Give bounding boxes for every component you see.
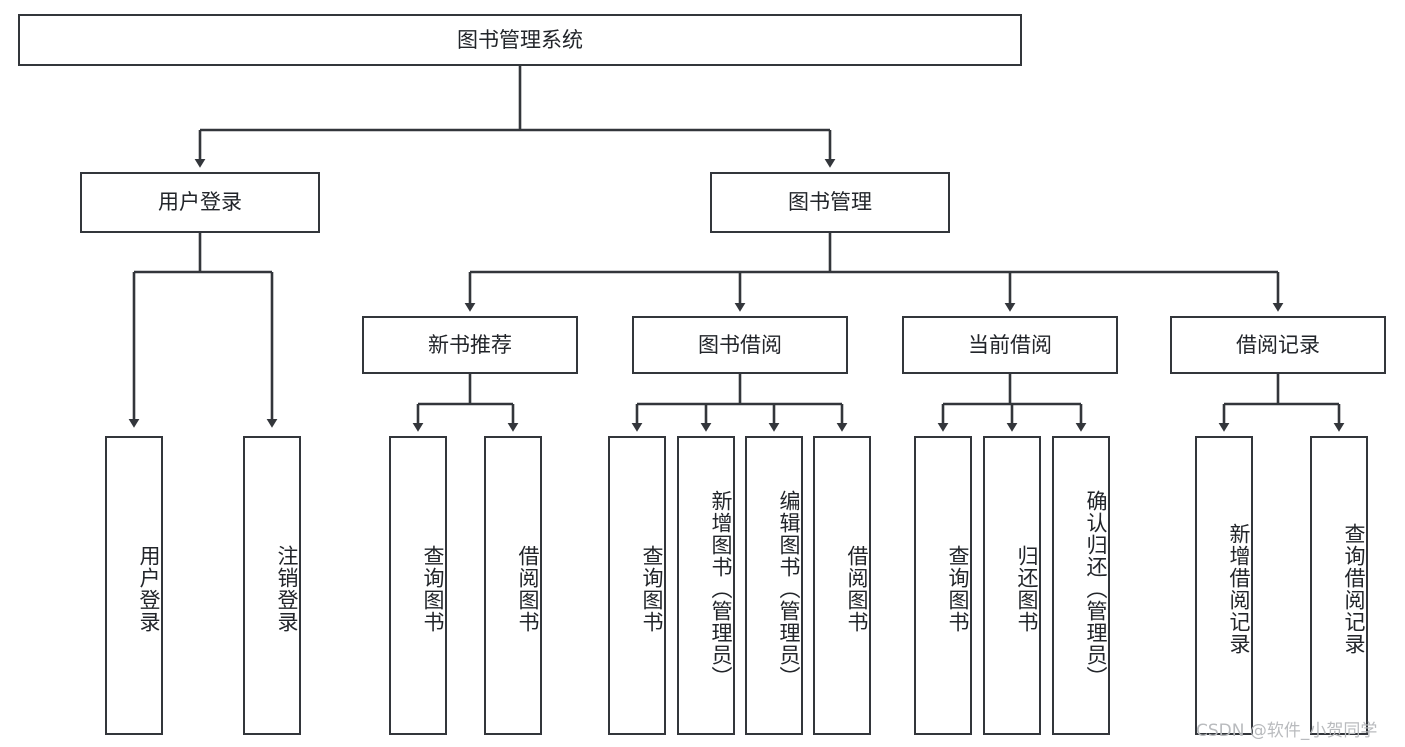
- node-label: 查询图书: [640, 544, 664, 633]
- node-label: 图书借阅: [698, 332, 782, 357]
- node-label: 图书管理系统: [457, 27, 583, 52]
- node-label: 确认归还（管理员）: [1084, 489, 1108, 688]
- node-label: 借阅图书: [516, 544, 540, 633]
- node-root-book-management-system[interactable]: 图书管理系统: [18, 14, 1022, 66]
- leaf-query-borrow-record[interactable]: 查询借阅记录: [1310, 436, 1368, 735]
- node-current-borrow[interactable]: 当前借阅: [902, 316, 1118, 374]
- csdn-watermark: CSDN @软件_小贺同学: [1196, 721, 1378, 741]
- node-label: 归还图书: [1015, 544, 1039, 633]
- leaf-query-book-new-book-rec[interactable]: 查询图书: [389, 436, 447, 735]
- leaf-return-book[interactable]: 归还图书: [983, 436, 1041, 735]
- node-label: 图书管理: [788, 190, 872, 215]
- leaf-borrow-book-new-book-rec[interactable]: 借阅图书: [484, 436, 542, 735]
- leaf-query-book-book-borrow[interactable]: 查询图书: [608, 436, 666, 735]
- node-user-login[interactable]: 用户登录: [80, 172, 320, 233]
- node-label: 查询图书: [946, 544, 970, 633]
- leaf-borrow-book-book-borrow[interactable]: 借阅图书: [813, 436, 871, 735]
- node-label: 当前借阅: [968, 332, 1052, 357]
- leaf-edit-book-admin[interactable]: 编辑图书（管理员）: [745, 436, 803, 735]
- node-label: 借阅图书: [845, 544, 869, 633]
- node-borrow-record[interactable]: 借阅记录: [1170, 316, 1386, 374]
- node-book-manage[interactable]: 图书管理: [710, 172, 950, 233]
- node-label: 借阅记录: [1236, 332, 1320, 357]
- node-label: 查询借阅记录: [1342, 522, 1366, 655]
- node-book-borrow[interactable]: 图书借阅: [632, 316, 848, 374]
- leaf-add-borrow-record[interactable]: 新增借阅记录: [1195, 436, 1253, 735]
- leaf-add-book-admin[interactable]: 新增图书（管理员）: [677, 436, 735, 735]
- node-label: 注销登录: [275, 544, 299, 633]
- node-label: 用户登录: [158, 190, 242, 215]
- node-label: 新增图书（管理员）: [709, 489, 733, 688]
- leaf-logout-login[interactable]: 注销登录: [243, 436, 301, 735]
- leaf-confirm-return-admin[interactable]: 确认归还（管理员）: [1052, 436, 1110, 735]
- node-label: 用户登录: [137, 544, 161, 633]
- leaf-query-book-current-borrow[interactable]: 查询图书: [914, 436, 972, 735]
- node-label: 新增借阅记录: [1227, 522, 1251, 655]
- node-label: 新书推荐: [428, 332, 512, 357]
- node-new-book-recommendation[interactable]: 新书推荐: [362, 316, 578, 374]
- node-label: 查询图书: [421, 544, 445, 633]
- node-label: 编辑图书（管理员）: [777, 489, 801, 688]
- leaf-user-login[interactable]: 用户登录: [105, 436, 163, 735]
